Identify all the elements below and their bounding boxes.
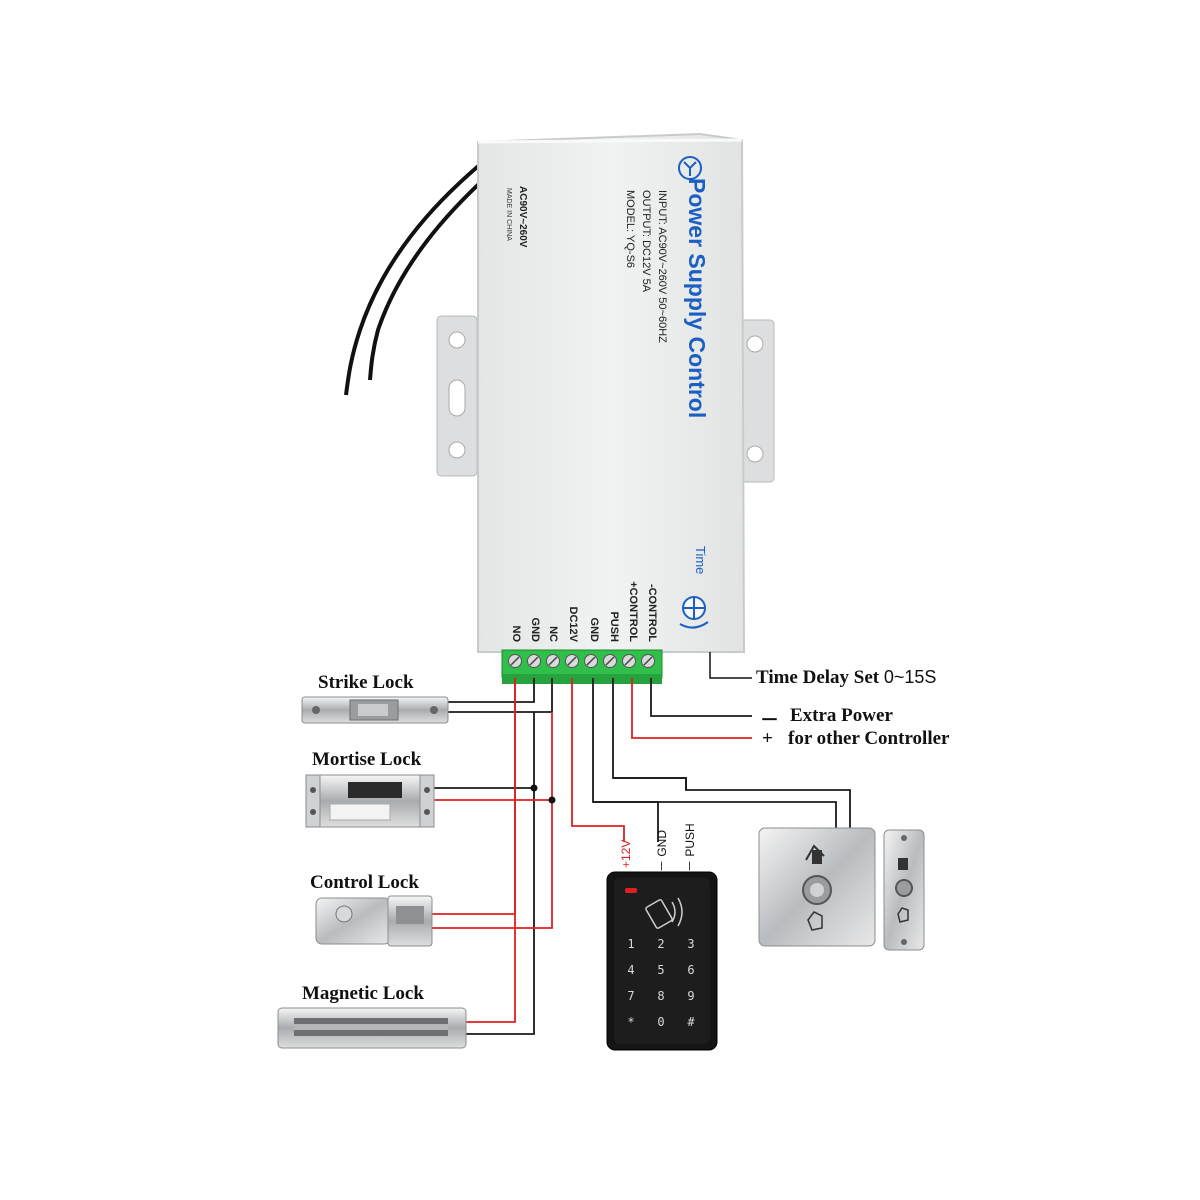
- extra-power-wires: [631, 678, 752, 739]
- terminal-label: GND: [529, 617, 541, 642]
- terminal-screw-slot: [624, 656, 634, 666]
- terminal-screw-slot: [529, 656, 539, 666]
- keypad-key-label: *: [627, 1015, 634, 1029]
- keypad-key-label: 9: [687, 989, 694, 1003]
- keypad-wires: [571, 678, 851, 842]
- terminal-block: [501, 649, 663, 684]
- time-delay-label: Time Delay Set: [756, 667, 880, 688]
- device-voltage-label: AC90V~260V: [517, 186, 528, 248]
- control-lock-image: [315, 895, 433, 947]
- terminal-label: DC12V: [567, 606, 579, 642]
- mounting-ear-left: [436, 315, 478, 477]
- time-delay-range: 0~15S: [883, 667, 937, 687]
- keypad-key-label: #: [687, 1015, 695, 1029]
- keypad-key-label: 6: [687, 963, 694, 977]
- mortise-lock-label: Mortise Lock: [312, 749, 422, 770]
- terminal-screw-slot: [567, 656, 577, 666]
- junction-dots: [530, 784, 556, 804]
- keypad-push-label: － PUSH: [683, 823, 697, 872]
- keypad-key-label: 0: [657, 1015, 664, 1029]
- terminal-screw-slot: [605, 656, 615, 666]
- time-adjust-knob-icon[interactable]: [679, 596, 709, 629]
- magnetic-lock-image: [277, 1007, 467, 1049]
- terminal-screw-slot: [586, 656, 596, 666]
- keypad-key-label: 7: [627, 989, 634, 1003]
- strike-lock-image: [301, 696, 449, 724]
- time-delay-leader: [709, 652, 752, 679]
- keypad-12v-label: +12V: [619, 839, 633, 868]
- magnetic-lock-label: Magnetic Lock: [302, 983, 424, 1004]
- other-controller-label: for other Controller: [788, 728, 950, 749]
- extra-power-label: Extra Power: [790, 705, 893, 726]
- mortise-lock-image: [305, 774, 435, 828]
- device-made-in: MADE IN CHINA: [505, 188, 512, 241]
- device-title: Power Supply Control: [684, 178, 710, 419]
- keypad-key-label: 5: [657, 963, 664, 977]
- card-reader-icon: [645, 897, 683, 929]
- keypad-key-label: 3: [687, 937, 694, 951]
- keypad-reader: [606, 871, 718, 1051]
- lock-wires: [432, 678, 553, 1035]
- keypad-keys: 1 2 3 4 5 6 7 8 9 * 0 #: [627, 937, 695, 1029]
- terminal-screw-slot: [643, 656, 653, 666]
- exit-button-small-image: [883, 829, 925, 951]
- time-label: Time: [693, 546, 708, 575]
- terminal-label: +CONTROL: [627, 581, 639, 642]
- time-delay-callout: Time Delay Set 0~15S: [756, 667, 936, 689]
- keypad-key-label: 2: [657, 937, 664, 951]
- terminal-screw-slot: [548, 656, 558, 666]
- keypad-key-label: 4: [627, 963, 634, 977]
- extra-power-minus: －: [760, 710, 780, 731]
- keypad-key-label: 8: [657, 989, 664, 1003]
- strike-lock-label: Strike Lock: [318, 672, 414, 693]
- power-supply-body: [477, 132, 746, 653]
- device-model: MODEL: YQ-S6: [624, 190, 636, 269]
- device-output-spec: OUTPUT: DC12V 5A: [640, 190, 652, 293]
- terminal-label: NO: [510, 625, 522, 643]
- brand-logo-icon: [678, 156, 702, 180]
- keypad-key-label: 1: [627, 937, 634, 951]
- terminal-label: NC: [547, 626, 559, 642]
- terminal-label: GND: [588, 617, 600, 642]
- device-input-spec: INPUT: AC90V~260V 50~60HZ: [656, 190, 668, 343]
- control-lock-label: Control Lock: [310, 872, 419, 893]
- terminal-label: -CONTROL: [646, 583, 658, 642]
- terminal-screw-slot: [510, 656, 520, 666]
- terminal-screws: [508, 654, 655, 668]
- keypad-gnd-label: － GND: [655, 829, 669, 872]
- exit-button-large-image: [758, 827, 876, 947]
- extra-power-plus: +: [762, 728, 773, 749]
- terminal-label: PUSH: [608, 611, 620, 642]
